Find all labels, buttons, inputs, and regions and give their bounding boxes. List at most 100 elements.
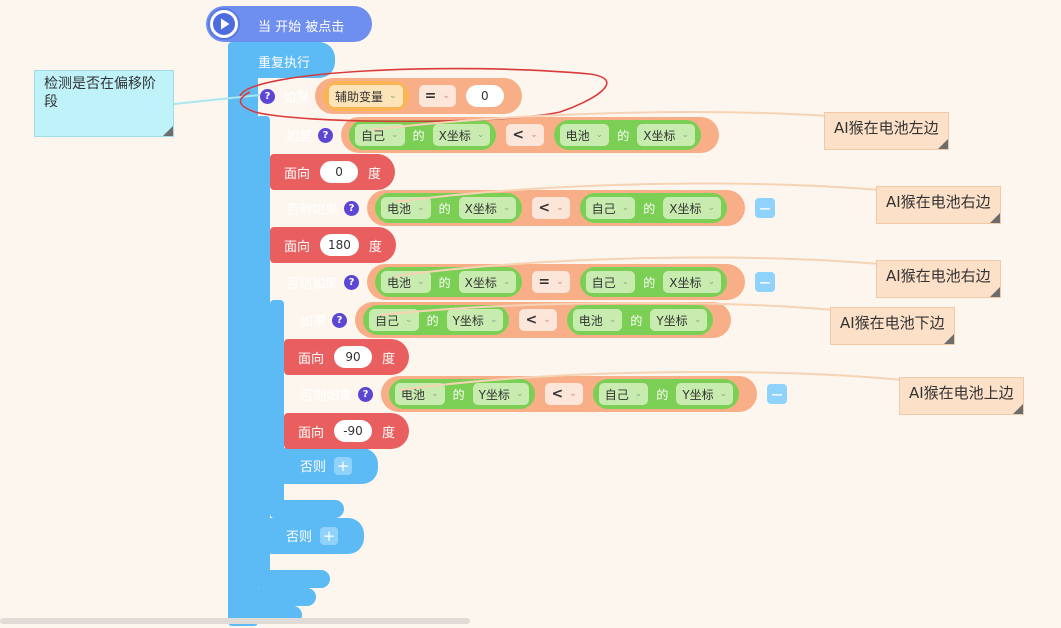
- if2-condition[interactable]: 自己⌄ 的 Y坐标⌄ <⌄ 电池⌄ 的 Y坐标⌄: [355, 302, 732, 338]
- chevron-down-icon: ⌄: [405, 315, 413, 325]
- property-name: X坐标: [643, 128, 676, 143]
- property-dropdown[interactable]: Y坐标⌄: [446, 309, 504, 331]
- when-start-clicked-block[interactable]: 当 开始 被点击: [206, 6, 372, 42]
- chevron-down-icon: ⌄: [417, 277, 425, 287]
- comment-main[interactable]: 检测是否在偏移阶段: [34, 70, 174, 137]
- compare-value-input[interactable]: 0: [465, 85, 504, 107]
- object-dropdown[interactable]: 电池⌄: [381, 271, 431, 293]
- of-label: 的: [452, 387, 465, 402]
- property-dropdown[interactable]: Y坐标⌄: [472, 383, 530, 405]
- help-icon[interactable]: ?: [332, 312, 348, 328]
- comment-elif1[interactable]: AI猴在电池右边: [876, 186, 1001, 224]
- property-dropdown[interactable]: X坐标⌄: [637, 124, 696, 146]
- face-block-3[interactable]: 面向 90 度: [284, 339, 410, 375]
- property-dropdown[interactable]: X坐标⌄: [663, 271, 722, 293]
- play-icon[interactable]: [208, 8, 240, 40]
- angle-input[interactable]: 90: [334, 346, 373, 368]
- help-icon[interactable]: ?: [344, 274, 360, 290]
- outer-else-arm[interactable]: [256, 518, 364, 554]
- object-dropdown[interactable]: 自己⌄: [585, 271, 636, 293]
- property-dropdown[interactable]: Y坐标⌄: [676, 383, 734, 405]
- of-label: 的: [412, 128, 425, 143]
- comment-if2[interactable]: AI猴在电池下边: [830, 307, 955, 345]
- object-dropdown[interactable]: 自己⌄: [355, 124, 405, 146]
- object-name: 电池: [578, 313, 603, 328]
- help-icon[interactable]: ?: [344, 200, 360, 216]
- operator-dropdown[interactable]: <⌄: [532, 197, 570, 219]
- object-dropdown[interactable]: 自己⌄: [369, 309, 419, 331]
- operator-dropdown[interactable]: =⌄: [418, 85, 456, 107]
- elif2-right-sensor[interactable]: 自己⌄ 的 X坐标⌄: [579, 267, 728, 297]
- variable-block[interactable]: 辅助变量⌄: [323, 81, 409, 111]
- if1-condition[interactable]: 自己⌄ 的 X坐标⌄ <⌄ 电池⌄ 的 X坐标⌄: [341, 117, 720, 153]
- outer-if-label: 如果: [283, 90, 310, 106]
- nested-else-arm[interactable]: [270, 448, 378, 484]
- elif3-left-sensor[interactable]: 电池⌄ 的 Y坐标⌄: [389, 379, 536, 409]
- if2-right-sensor[interactable]: 电池⌄ 的 Y坐标⌄: [566, 305, 714, 335]
- comment-elif3[interactable]: AI猴在电池上边: [899, 377, 1024, 415]
- property-dropdown[interactable]: X坐标⌄: [663, 197, 722, 219]
- angle-input[interactable]: 0: [320, 161, 359, 183]
- object-dropdown[interactable]: 电池⌄: [559, 124, 610, 146]
- face-label: 面向: [298, 425, 325, 441]
- elif2-left-sensor[interactable]: 电池⌄ 的 X坐标⌄: [375, 267, 523, 297]
- comment-text: AI猴在电池左边: [834, 119, 939, 137]
- remove-branch-button[interactable]: −: [755, 272, 776, 292]
- if1-left-sensor[interactable]: 自己⌄ 的 X坐标⌄: [349, 120, 497, 150]
- operator-dropdown[interactable]: =⌄: [532, 271, 570, 293]
- chevron-down-icon: ⌄: [595, 130, 604, 140]
- object-dropdown[interactable]: 电池⌄: [395, 383, 445, 405]
- elif3-row: 否则如果 ? 电池⌄ 的 Y坐标⌄ <⌄ 自己⌄ 的 Y坐标⌄ −: [300, 374, 788, 414]
- of-label: 的: [438, 275, 451, 290]
- property-dropdown[interactable]: X坐标⌄: [458, 271, 517, 293]
- operator-dropdown[interactable]: <⌄: [545, 383, 583, 405]
- operator-dropdown[interactable]: <⌄: [519, 309, 557, 331]
- elif3-condition[interactable]: 电池⌄ 的 Y坐标⌄ <⌄ 自己⌄ 的 Y坐标⌄: [381, 376, 758, 412]
- comment-elif2[interactable]: AI猴在电池右边: [876, 260, 1001, 298]
- help-icon[interactable]: ?: [358, 386, 374, 402]
- property-dropdown[interactable]: Y坐标⌄: [650, 309, 708, 331]
- operator-dropdown[interactable]: <⌄: [506, 124, 544, 146]
- object-dropdown[interactable]: 自己⌄: [585, 197, 636, 219]
- inner-if-footer: [256, 570, 330, 588]
- chevron-down-icon: ⌄: [515, 389, 524, 399]
- object-dropdown[interactable]: 电池⌄: [381, 197, 431, 219]
- object-dropdown[interactable]: 电池⌄: [572, 309, 623, 331]
- variable-dropdown[interactable]: 辅助变量⌄: [329, 85, 403, 107]
- hat-label: 当 开始 被点击: [258, 20, 345, 35]
- elif1-right-sensor[interactable]: 自己⌄ 的 X坐标⌄: [579, 193, 728, 223]
- help-icon[interactable]: ?: [260, 88, 275, 104]
- elif2-condition[interactable]: 电池⌄ 的 X坐标⌄ =⌄ 自己⌄ 的 X坐标⌄: [367, 264, 746, 300]
- of-label: 的: [643, 275, 656, 290]
- object-dropdown[interactable]: 自己⌄: [598, 383, 649, 405]
- if1-label: 如果: [286, 129, 313, 145]
- outer-if-condition[interactable]: 辅助变量⌄ =⌄ 0: [315, 78, 522, 114]
- add-branch-button[interactable]: +: [334, 456, 353, 475]
- face-label: 面向: [284, 239, 311, 255]
- operator-symbol: <: [525, 312, 538, 328]
- elif1-condition[interactable]: 电池⌄ 的 X坐标⌄ <⌄ 自己⌄ 的 X坐标⌄: [367, 190, 746, 226]
- help-icon[interactable]: ?: [318, 127, 334, 143]
- face-block-4[interactable]: 面向 -90 度: [284, 413, 410, 449]
- of-label: 的: [426, 313, 439, 328]
- elif3-label: 否则如果: [300, 388, 353, 404]
- angle-input[interactable]: 180: [320, 234, 359, 256]
- remove-branch-button[interactable]: −: [755, 198, 776, 218]
- property-dropdown[interactable]: X坐标⌄: [432, 124, 491, 146]
- outer-else-row: 否则 +: [286, 526, 339, 545]
- elif3-right-sensor[interactable]: 自己⌄ 的 Y坐标⌄: [592, 379, 740, 409]
- face-block-1[interactable]: 面向 0 度: [270, 154, 396, 190]
- horizontal-scrollbar[interactable]: [0, 618, 470, 624]
- add-branch-button[interactable]: +: [320, 526, 339, 545]
- object-name: 自己: [591, 201, 616, 216]
- elif1-left-sensor[interactable]: 电池⌄ 的 X坐标⌄: [375, 193, 523, 223]
- if1-right-sensor[interactable]: 电池⌄ 的 X坐标⌄: [553, 120, 702, 150]
- property-dropdown[interactable]: X坐标⌄: [458, 197, 517, 219]
- remove-branch-button[interactable]: −: [767, 384, 788, 404]
- comment-if1[interactable]: AI猴在电池左边: [824, 112, 949, 150]
- face-block-2[interactable]: 面向 180 度: [270, 227, 396, 263]
- comment-text: AI猴在电池右边: [886, 193, 991, 211]
- angle-input[interactable]: -90: [334, 420, 373, 442]
- outer-if-row: ? 如果 辅助变量⌄ =⌄ 0: [260, 76, 522, 116]
- if2-left-sensor[interactable]: 自己⌄ 的 Y坐标⌄: [363, 305, 510, 335]
